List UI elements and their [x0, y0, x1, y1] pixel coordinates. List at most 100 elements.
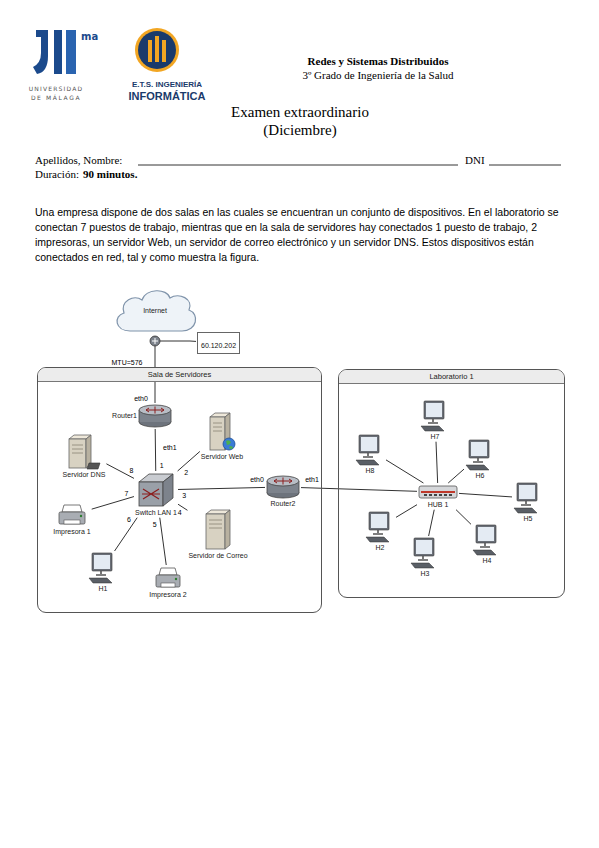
band-header: Sala de Servidores — [38, 368, 321, 382]
device-icon-part-part — [426, 403, 442, 417]
logo-text: UNIVERSIDAD — [29, 85, 84, 92]
device-node: H1 — [88, 552, 118, 593]
device-icon-part-part — [419, 486, 457, 498]
device-icon-part-part — [226, 440, 233, 449]
device-node: H7 — [420, 400, 450, 441]
device-icon — [57, 503, 87, 527]
device-icon-part-part — [69, 439, 86, 468]
network-link — [160, 518, 166, 565]
device-icon — [513, 482, 543, 514]
device-icon-part-part — [146, 407, 164, 414]
answer-blank — [138, 165, 561, 166]
device-icon-part-part — [363, 453, 373, 457]
device-icon-part — [473, 525, 496, 555]
device-icon-part-part — [274, 478, 292, 485]
device-icon-part-part — [478, 527, 494, 541]
device-node: Router1 — [112, 404, 172, 428]
device-icon-part-part — [159, 568, 177, 575]
device-icon — [365, 511, 395, 543]
device-icon-part-part — [521, 501, 531, 505]
address-box: 60.120.202 — [197, 332, 240, 354]
node-label: Servidor DNS — [63, 471, 106, 479]
device-icon-part — [267, 476, 299, 498]
port-number: 1 — [159, 461, 165, 468]
network-link — [396, 505, 417, 518]
gateway-symbol-part — [150, 336, 160, 346]
device-icon — [266, 475, 300, 499]
device-icon-part-part — [163, 474, 173, 506]
node-label: H4 — [483, 557, 492, 565]
device-icon — [465, 439, 495, 471]
device-icon-part-part — [424, 401, 444, 419]
device-icon-part — [366, 512, 389, 542]
interface-name: eth1 — [162, 444, 178, 451]
device-icon-part — [210, 413, 235, 450]
interface-name: eth1 — [304, 476, 320, 483]
device-icon — [137, 472, 175, 508]
uma-logo-part — [66, 30, 76, 74]
device-icon-part-part — [473, 550, 496, 555]
network-link — [301, 488, 417, 492]
network-link — [436, 442, 438, 483]
network-link — [459, 493, 512, 497]
device-icon-part-part — [267, 476, 299, 486]
device-icon-part-part — [361, 437, 377, 451]
answer-blank-part — [489, 165, 561, 166]
device-icon-part-part — [64, 520, 80, 524]
node-label: Servidor Web — [201, 453, 243, 461]
device-icon-part — [59, 505, 85, 524]
device-node: Impresora 2 — [149, 566, 186, 599]
port-number: 2 — [183, 468, 189, 475]
device-icon-part-part — [466, 465, 489, 470]
device-icon-part-part — [96, 571, 106, 575]
node-label: Router2 — [271, 500, 296, 508]
device-node: Impresora 1 — [53, 503, 90, 536]
device-node: H3 — [410, 537, 440, 578]
device-icon — [154, 566, 182, 590]
network-link — [155, 429, 157, 471]
device-node: H5 — [513, 482, 543, 523]
device-icon — [472, 524, 502, 556]
device-icon-part-part — [156, 575, 180, 587]
device-icon — [418, 484, 458, 500]
gateway-symbol-part — [152, 338, 158, 344]
interface-name: eth0 — [133, 395, 149, 402]
node-label: Impresora 2 — [149, 591, 186, 599]
device-icon-part-part — [439, 494, 442, 496]
network-link — [106, 464, 134, 479]
device-icon-part-part — [428, 419, 438, 423]
device-icon — [208, 412, 236, 452]
device-icon — [204, 509, 232, 551]
device-icon-part-part — [59, 512, 85, 524]
node-label: H2 — [376, 544, 385, 552]
device-icon-part — [139, 405, 171, 427]
device-icon-part-part — [411, 563, 434, 568]
port-number: 4 — [177, 509, 183, 516]
device-icon — [410, 537, 440, 569]
band-header: Laboratorio 1 — [339, 370, 564, 384]
device-icon-part-part — [519, 485, 535, 499]
device-icon — [67, 434, 101, 470]
port-number: 6 — [126, 516, 132, 523]
device-icon-part-part — [434, 494, 437, 496]
etsi-logo-part — [138, 31, 176, 69]
course-name: Redes y Sistemas Distribuidos — [308, 55, 449, 67]
etsi-logo-part — [148, 40, 152, 62]
device-node: H6 — [465, 439, 495, 480]
device-icon-part — [156, 568, 180, 587]
device-icon-part — [411, 538, 434, 568]
device-icon-part-part — [366, 537, 389, 542]
device-node: Router2 — [266, 475, 300, 508]
device-icon — [138, 404, 172, 428]
port-number: 8 — [129, 467, 135, 474]
node-label: 60.120.202 — [201, 342, 236, 349]
device-icon-part-part — [72, 445, 83, 453]
device-icon-part-part — [80, 515, 82, 517]
degree-name: 3º Grado de Ingeniería de la Salud — [302, 69, 453, 81]
device-icon-part-part — [356, 460, 379, 465]
port-number: 5 — [152, 521, 158, 528]
node-label: Internet — [143, 307, 167, 314]
device-icon-part-part — [87, 463, 100, 469]
device-icon-part-part — [418, 556, 428, 560]
